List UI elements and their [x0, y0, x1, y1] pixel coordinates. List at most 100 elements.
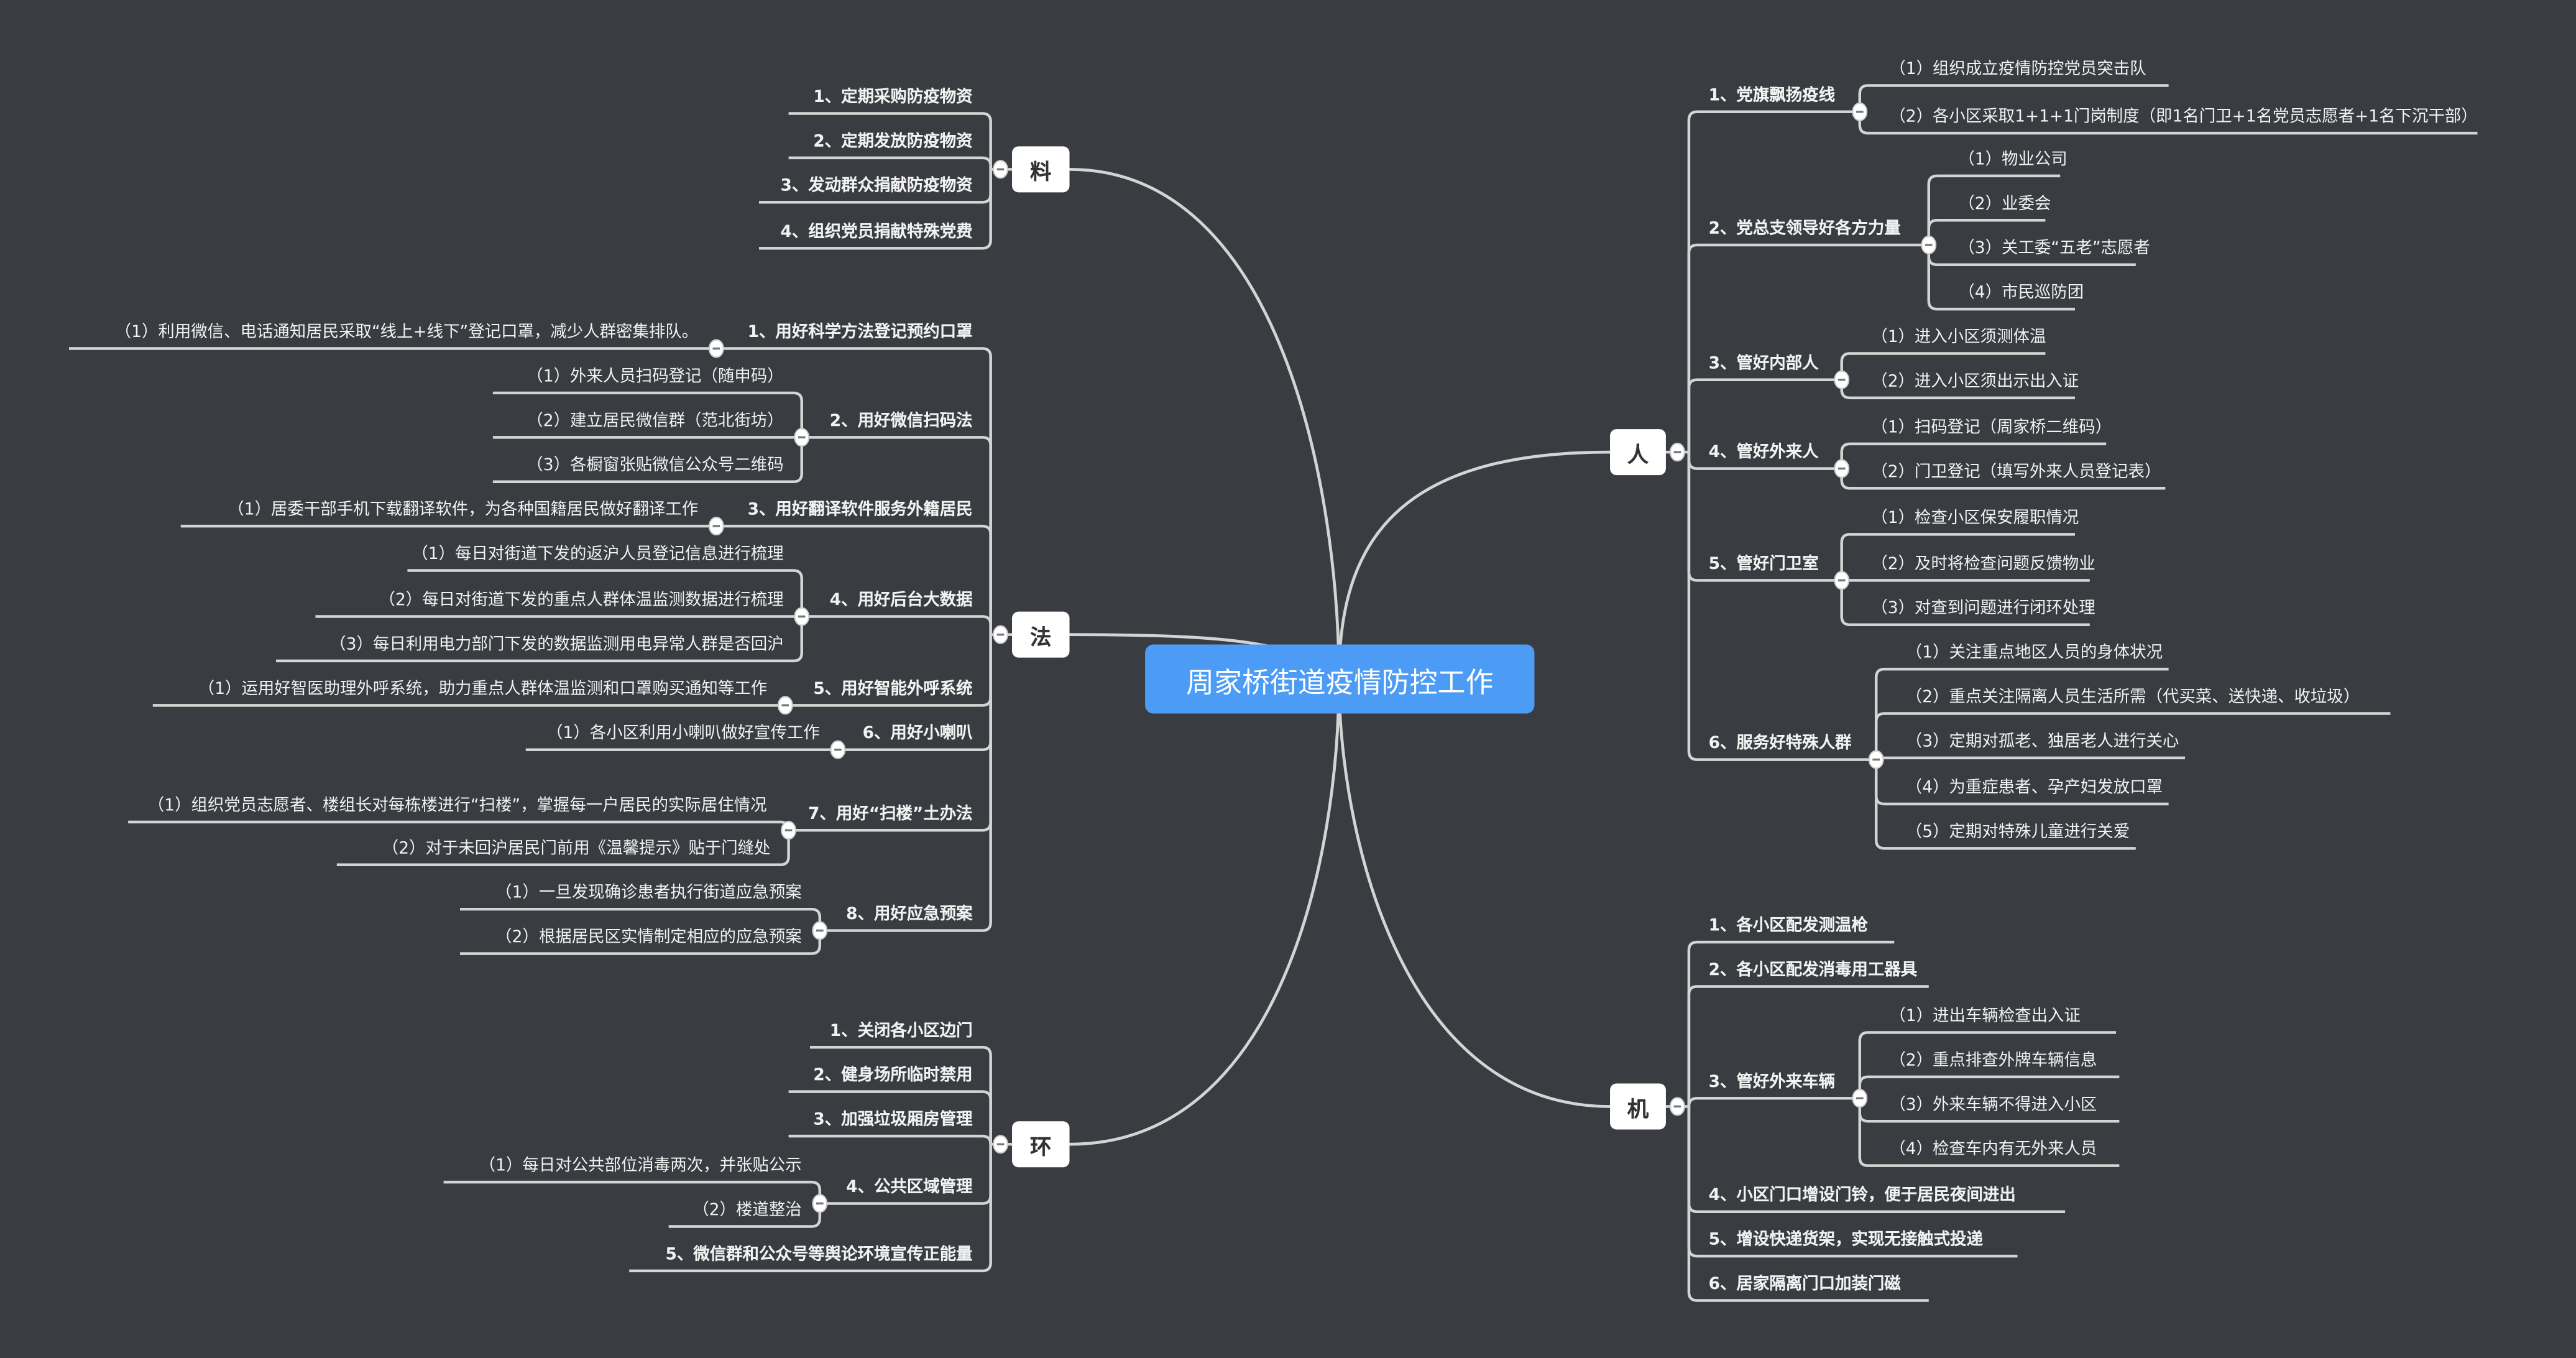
topic-node[interactable]: 5、用好智能外呼系统	[813, 680, 973, 699]
subtopic-node[interactable]: （1）进入小区须测体温	[1871, 328, 2046, 347]
subtopic-node[interactable]: （2）重点排查外牌车辆信息	[1889, 1052, 2097, 1071]
collapse-toggle[interactable]	[1834, 459, 1850, 478]
collapse-toggle[interactable]	[777, 696, 793, 715]
connector-line	[759, 169, 992, 250]
collapse-toggle[interactable]	[708, 517, 724, 536]
topic-node[interactable]: 4、组织党员捐献特殊党费	[780, 223, 973, 242]
subtopic-node[interactable]: （2）进入小区须出示出入证	[1871, 373, 2079, 392]
subtopic-node[interactable]: （3）每日利用电力部门下发的数据监测用电异常人群是否回沪	[329, 636, 784, 655]
collapse-toggle[interactable]	[708, 339, 724, 358]
subtopic-node[interactable]: （1）每日对街道下发的返沪人员登记信息进行梳理	[412, 545, 784, 564]
collapse-toggle[interactable]	[1868, 750, 1884, 769]
subtopic-node[interactable]: （2）楼道整治	[692, 1201, 802, 1220]
subtopic-node[interactable]: （2）门卫登记（填写外来人员登记表）	[1871, 463, 2161, 482]
topic-node[interactable]: 4、公共区域管理	[846, 1178, 973, 1197]
subtopic-node[interactable]: （1）每日对公共部位消毒两次，并张贴公示	[479, 1157, 802, 1176]
subtopic-node[interactable]: （1）关注重点地区人员的身体状况	[1905, 644, 2163, 663]
subtopic-node[interactable]: （1）组织成立疫情防控党员突击队	[1889, 60, 2146, 79]
subtopic-node[interactable]: （3）关工委“五老”志愿者	[1958, 240, 2150, 259]
topic-node[interactable]: 4、管好外来人	[1708, 443, 1819, 462]
topic-node[interactable]: 5、增设快递货架，实现无接触式投递	[1708, 1231, 1983, 1250]
subtopic-node[interactable]: （4）检查车内有无外来人员	[1889, 1141, 2097, 1160]
subtopic-node[interactable]: （4）为重症患者、孕产妇发放口罩	[1905, 779, 2163, 798]
topic-node[interactable]: 3、发动群众捐献防疫物资	[780, 177, 973, 196]
collapse-toggle[interactable]	[812, 921, 828, 940]
subtopic-node[interactable]: （3）各橱窗张贴微信公众号二维码	[527, 457, 784, 476]
central-topic[interactable]: 周家桥街道疫情防控工作	[1145, 644, 1535, 714]
subtopic-node[interactable]: （2）及时将检查问题反馈物业	[1871, 555, 2095, 574]
topic-node[interactable]: 3、用好翻译软件服务外籍居民	[747, 501, 973, 520]
collapse-toggle[interactable]	[993, 1135, 1008, 1154]
subtopic-node[interactable]: （3）定期对孤老、独居老人进行关心	[1905, 733, 2179, 752]
subtopic-node[interactable]: （1）进出车辆检查出入证	[1889, 1007, 2081, 1026]
subtopic-node[interactable]: （1）一旦发现确诊患者执行街道应急预案	[495, 884, 802, 903]
topic-node[interactable]: 1、党旗飘扬疫线	[1708, 87, 1836, 106]
topic-node[interactable]: 3、管好外来车辆	[1708, 1073, 1836, 1092]
subtopic-node[interactable]: （5）定期对特殊儿童进行关爱	[1905, 823, 2130, 842]
collapse-toggle[interactable]	[1852, 1089, 1868, 1108]
collapse-toggle[interactable]	[1669, 443, 1685, 462]
subtopic-node[interactable]: （2）建立居民微信群（范北街坊）	[527, 412, 784, 431]
subtopic-node[interactable]: （4）市民巡防团	[1958, 284, 2084, 303]
topic-node[interactable]: 5、管好门卫室	[1708, 555, 1819, 574]
subtopic-node[interactable]: （2）重点关注隔离人员生活所需（代买菜、送快递、收垃圾）	[1905, 688, 2360, 707]
topic-node[interactable]: 2、定期发放防疫物资	[813, 133, 973, 152]
collapse-toggle[interactable]	[1921, 235, 1937, 255]
topic-node[interactable]: 1、关闭各小区边门	[829, 1022, 973, 1041]
subtopic-node[interactable]: （1）组织党员志愿者、楼组长对每栋楼进行“扫楼”，掌握每一户居民的实际居住情况	[147, 797, 767, 816]
subtopic-node[interactable]: （3）外来车辆不得进入小区	[1889, 1096, 2097, 1115]
topic-node[interactable]: 1、定期采购防疫物资	[813, 88, 973, 107]
subtopic-node[interactable]: （1）物业公司	[1958, 151, 2068, 170]
main-topic[interactable]: 机	[1610, 1083, 1666, 1130]
topic-node[interactable]: 2、党总支领导好各方力量	[1708, 220, 1901, 239]
topic-node[interactable]: 2、用好微信扫码法	[829, 412, 973, 431]
subtopic-node[interactable]: （1）检查小区保安履职情况	[1871, 509, 2079, 528]
topic-node[interactable]: 1、用好科学方法登记预约口罩	[747, 323, 973, 342]
subtopic-node[interactable]: （1）运用好智医助理外呼系统，助力重点人群体温监测和口罩购买通知等工作	[198, 680, 768, 699]
topic-node[interactable]: 5、微信群和公众号等舆论环境宣传正能量	[665, 1246, 973, 1265]
main-topic[interactable]: 环	[1012, 1121, 1070, 1168]
topic-node[interactable]: 6、服务好特殊人群	[1708, 734, 1852, 753]
topic-node[interactable]: 3、管好内部人	[1708, 355, 1819, 374]
subtopic-node[interactable]: （2）各小区采取1+1+1门岗制度（即1名门卫+1名党员志愿者+1名下沉干部）	[1889, 108, 2478, 127]
topic-node[interactable]: 7、用好“扫楼”土办法	[808, 805, 973, 824]
subtopic-node[interactable]: （1）外来人员扫码登记（随申码）	[527, 368, 784, 387]
collapse-toggle[interactable]	[1852, 102, 1868, 121]
collapse-toggle[interactable]	[830, 740, 846, 759]
connector-line	[1927, 219, 2046, 245]
collapse-toggle[interactable]	[1669, 1097, 1685, 1116]
topic-node[interactable]: 3、加强垃圾厢房管理	[813, 1111, 973, 1130]
collapse-toggle[interactable]	[993, 160, 1008, 179]
topic-node[interactable]: 4、用好后台大数据	[829, 591, 973, 610]
topic-node[interactable]: 8、用好应急预案	[846, 905, 973, 924]
topic-node[interactable]: 2、各小区配发消毒用工器具	[1708, 961, 1918, 980]
collapse-toggle[interactable]	[781, 821, 797, 840]
topic-node[interactable]: 1、各小区配发测温枪	[1708, 917, 1868, 936]
subtopic-node[interactable]: （1）扫码登记（周家桥二维码）	[1871, 419, 2112, 438]
collapse-toggle[interactable]	[812, 1194, 828, 1213]
subtopic-node[interactable]: （2）根据居民区实情制定相应的应急预案	[495, 928, 802, 948]
main-topic[interactable]: 法	[1012, 611, 1070, 658]
topic-node[interactable]: 4、小区门口增设门铃，便于居民夜间进出	[1708, 1187, 2016, 1206]
collapse-toggle[interactable]	[1834, 370, 1850, 389]
main-topic[interactable]: 料	[1012, 146, 1070, 193]
subtopic-node[interactable]: （1）各小区利用小喇叭做好宣传工作	[546, 725, 820, 744]
connector-line	[1858, 1031, 2117, 1099]
collapse-toggle[interactable]	[1834, 571, 1850, 590]
subtopic-node[interactable]: （2）对于未回沪居民门前用《温馨提示》贴于门缝处	[382, 840, 771, 859]
collapse-toggle[interactable]	[993, 625, 1008, 644]
collapse-toggle[interactable]	[794, 428, 810, 447]
subtopic-node[interactable]: （3）对查到问题进行闭环处理	[1871, 600, 2095, 619]
connector-line	[629, 1144, 992, 1273]
main-topic[interactable]: 人	[1610, 429, 1666, 476]
subtopic-node[interactable]: （1）居委干部手机下载翻译软件，为各种国籍居民做好翻译工作	[228, 501, 699, 520]
subtopic-node[interactable]: （1）利用微信、电话通知居民采取“线上+线下”登记口罩，减少人群密集排队。	[114, 323, 699, 342]
topic-node[interactable]: 6、居家隔离门口加装门磁	[1708, 1275, 1901, 1294]
connector-line	[443, 1180, 822, 1204]
topic-node[interactable]: 2、健身场所临时禁用	[813, 1067, 973, 1086]
topic-node[interactable]: 6、用好小喇叭	[862, 725, 973, 744]
collapse-toggle[interactable]	[794, 607, 810, 626]
subtopic-node[interactable]: （2）业委会	[1958, 195, 2051, 214]
connector-line	[492, 437, 803, 483]
subtopic-node[interactable]: （2）每日对街道下发的重点人群体温监测数据进行梳理	[379, 591, 784, 610]
